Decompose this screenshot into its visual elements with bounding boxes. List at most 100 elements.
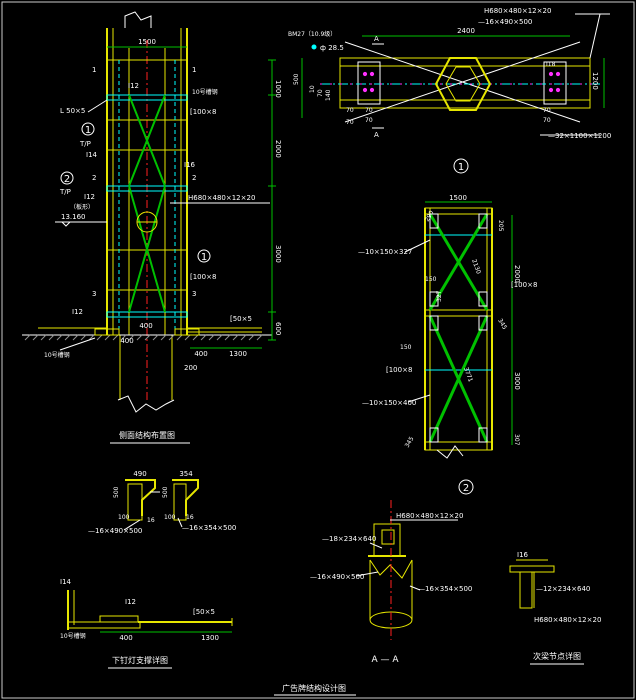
base-plate-left [94,328,120,336]
label-l50: L 50×5 [60,107,85,115]
elev-brace [428,315,489,443]
leader-plate-400 [407,394,431,403]
section-mark: 3 [192,290,196,298]
label-i12-top: I12 [128,82,139,90]
ground-hatch [56,334,63,341]
dim-500-a: 500 [113,486,120,498]
leader-plate-490 [123,519,141,531]
bolt [555,87,561,93]
ground-hatch [248,334,255,341]
dim-140: 140 [325,89,332,101]
ground-hatch [208,334,215,341]
leader-l50 [87,99,108,113]
label-plate-327: —10×150×327 [358,248,412,256]
dim-345-b: 345 [404,435,416,449]
detail-bubble-1b-circle [197,249,211,263]
section-mark: 1 [92,66,96,74]
ground-hatch [80,334,87,341]
elev-beam [424,207,493,215]
gusset-plate [429,213,439,229]
dim-100-b: 100 [164,514,176,521]
ground-hatch [240,334,247,341]
label-ch10-bot: 10号槽钢 [44,351,70,359]
dim-70-a: 70 [317,89,324,97]
bolt [362,71,368,77]
bolt-symbol [311,44,317,50]
section-mark: 2 [92,174,96,182]
label-ch100-top: [100×8 [190,108,216,116]
dim-1300-bottom: 1300 [201,634,219,642]
elev-beam [424,309,493,317]
dim-1500-side: 1500 [138,38,156,46]
label-ch100-elev-left: [100×8 [386,366,412,374]
label-plate-16-section: —16×490×500 [310,573,364,581]
label-ch10-top: 10号槽钢 [192,88,218,96]
dim-70-f: 70 [543,107,551,114]
dim-70-c: 70 [346,119,354,126]
bolt [548,87,554,93]
elev-bubble-2: 2 [463,483,469,494]
label-h680-splice: H680×480×12×20 [534,616,601,624]
section-inner-plate [381,529,395,545]
dim-2000: 2000 [274,140,282,158]
bracket-left-plate [127,483,143,521]
dim-2130: 2130 [470,258,482,275]
label-ch100-elev-right: [100×8 [511,281,537,289]
detail-bubble-2-circle [60,171,74,185]
caption-side-view: 侧面结构布置图 [119,430,175,440]
label-plate-bottom: —32×1100×1200 [548,132,611,140]
elevation-marker [60,221,72,227]
detail-bubble-1b: 1 [201,252,207,263]
detail-bubble-2: 2 [64,174,70,185]
hexagon-outer [434,57,492,111]
ground-hatch [152,334,159,341]
label-ch10-bottom: 10号槽钢 [60,632,86,640]
label-i12-mid: I12 [84,193,95,201]
dim-400-a: 400 [139,322,152,330]
gusset-plate [478,427,488,443]
plan-plate-left [357,61,381,105]
section-a-bottom: A [374,131,379,139]
detail-bubble-1: 1 [85,125,91,136]
leader-plate-354 [177,517,183,528]
bolt [362,87,368,93]
dim-1500-elev: 1500 [449,194,467,202]
label-i14-bottom: I14 [60,578,72,586]
label-ch100-bot: [100×8 [190,273,216,281]
section-mark: 1 [192,66,196,74]
caption-section-aa: A — A [371,655,399,665]
dim-345: 345 [496,318,508,332]
label-i16: I16 [184,161,196,169]
x-brace [128,94,166,187]
ground-hatch [184,334,191,341]
dim-150-a: 150 [425,276,437,283]
dim-3771: 3771 [462,366,474,383]
ground-hatch [136,334,143,341]
dim-70-g: 70 [543,117,551,124]
label-i14: I14 [86,151,98,159]
ground-hatch [232,334,239,341]
dim-2000-elev: 2000 [513,265,521,283]
leader-plate-327 [404,239,431,253]
dim-205: 205 [497,220,504,232]
dim-400-c: 400 [194,350,207,358]
ground-hatch [96,334,103,341]
horizontal-beam [106,94,188,101]
gusset-plate [478,291,488,307]
dim-1000: 1000 [274,80,282,98]
dim-150-b: 150 [400,344,412,351]
bolt [369,87,375,93]
ground-hatch [168,334,175,341]
x-brace [128,185,166,313]
label-l50-bot: [50×5 [230,315,252,323]
caption-splice-detail: 次梁节点详图 [533,651,581,661]
gusset-plate [478,213,488,229]
dim-400-bottom: 400 [119,634,132,642]
dim-10: 10 [309,85,316,93]
plan-plate-right [543,61,567,105]
gusset-plate [429,315,439,331]
dim-400-b: 400 [120,337,133,345]
section-mark: 2 [192,174,196,182]
